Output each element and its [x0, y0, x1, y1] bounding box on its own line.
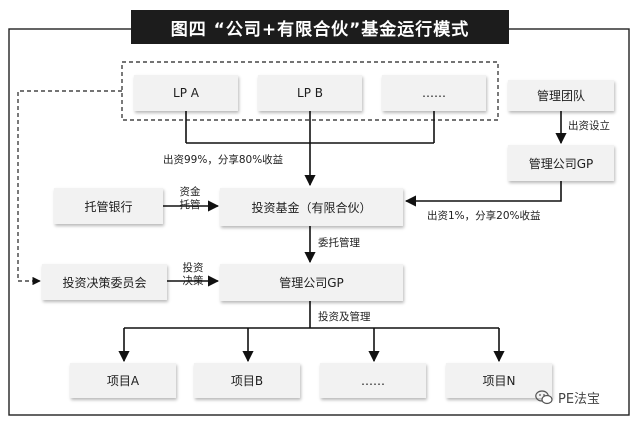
lp-to-committee-dashed: [17, 90, 122, 286]
gp-to-fund-arrow: [404, 181, 562, 207]
invest-mgmt-label: 投资及管理: [318, 311, 371, 323]
diagram-title: 图四 “公司+有限合伙”基金运行模式: [131, 10, 509, 44]
watermark-text: PE法宝: [558, 392, 601, 407]
watermark: PE法宝: [535, 388, 600, 407]
team-setup-label: 出资设立: [568, 120, 610, 132]
project-a-box: 项目A: [70, 363, 176, 398]
lp-a-box: LP A: [134, 75, 238, 111]
custody-label-line1: 资金: [179, 186, 201, 198]
mgmt-gp-mid-box: 管理公司GP: [220, 264, 403, 301]
decision-label-line1: 投资: [182, 262, 204, 274]
wechat-icon: [535, 390, 553, 405]
custody-label: 资金 托管: [175, 186, 205, 212]
lp-more-box: ……: [382, 75, 486, 111]
lp-b-box: LP B: [258, 75, 362, 111]
entrusted-label: 委托管理: [318, 237, 360, 249]
decision-label-line2: 决策: [182, 275, 204, 287]
fund-box: 投资基金（有限合伙）: [220, 188, 403, 226]
mgmt-gp-top-box: 管理公司GP: [508, 145, 614, 181]
custody-label-line2: 托管: [179, 199, 201, 211]
custodian-box: 托管银行: [54, 188, 163, 224]
gp-contribution-label: 出资1%，分享20%收益: [427, 210, 541, 222]
mgmt-team-box: 管理团队: [508, 80, 614, 111]
project-more-box: ……: [320, 363, 426, 398]
project-b-box: 项目B: [194, 363, 300, 398]
decision-label: 投资 决策: [178, 262, 208, 288]
committee-box: 投资决策委员会: [42, 264, 167, 300]
lp-contribution-label: 出资99%，分享80%收益: [163, 154, 284, 166]
project-n-box: 项目N: [446, 363, 552, 398]
